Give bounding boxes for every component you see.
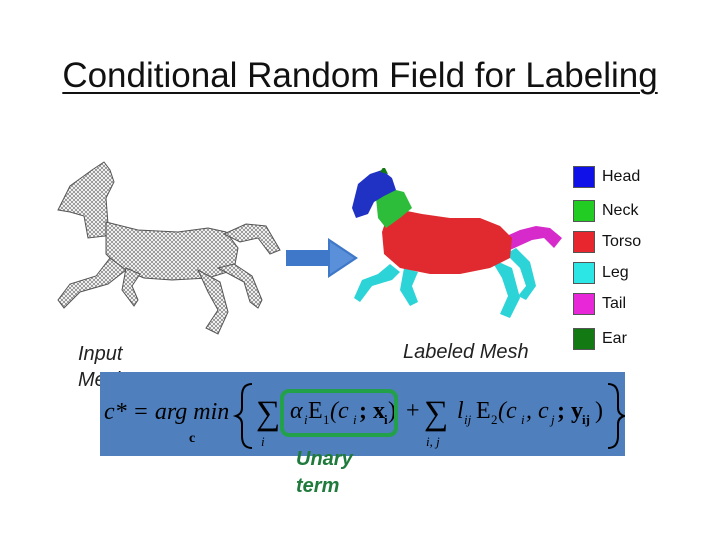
legend-label-torso: Torso bbox=[602, 233, 642, 250]
eq-sum2-sub: i, j bbox=[426, 434, 440, 449]
legend-swatch-tail bbox=[573, 293, 595, 315]
eq-e1-close: ) bbox=[388, 398, 396, 424]
legend-swatch-torso bbox=[573, 231, 595, 253]
eq-e1-args: (c bbox=[330, 398, 349, 424]
legend-item-tail: Tail bbox=[573, 293, 713, 315]
equation-box: c* = arg min c ∑ i α i E 1 (c i ; x i ) … bbox=[100, 372, 625, 456]
labeled-mesh-caption: Labeled Mesh bbox=[403, 341, 529, 363]
right-arrow-icon bbox=[286, 238, 358, 278]
eq-sum1-sub: i bbox=[261, 434, 265, 449]
labeled-mesh-horse bbox=[352, 168, 562, 318]
unary-term-caption-line1: Unary bbox=[296, 448, 353, 470]
eq-right-brace bbox=[607, 383, 625, 449]
legend-swatch-neck bbox=[573, 200, 595, 222]
legend-label-neck: Neck bbox=[602, 202, 639, 219]
legend-label-head: Head bbox=[602, 168, 641, 185]
legend-item-head: Head bbox=[573, 166, 713, 188]
eq-e2-ci-sub: i bbox=[521, 412, 525, 427]
eq-e2-y: ; y bbox=[557, 398, 583, 424]
crf-equation: c* = arg min c ∑ i α i E 1 (c i ; x i ) … bbox=[104, 383, 625, 449]
unary-term-caption: Unary term bbox=[296, 446, 353, 500]
eq-e2-cj-sub: j bbox=[549, 412, 555, 427]
legend-swatch-head bbox=[573, 166, 595, 188]
eq-x-sub: i bbox=[384, 412, 388, 427]
eq-alpha: α bbox=[290, 398, 303, 424]
eq-left-brace bbox=[232, 383, 253, 449]
legend-label-ear: Ear bbox=[602, 330, 627, 347]
legend-item-leg: Leg bbox=[573, 262, 713, 284]
eq-plus: + bbox=[406, 398, 420, 424]
eq-lhs: c* = arg min bbox=[104, 399, 229, 425]
eq-e1-sub: 1 bbox=[323, 412, 330, 427]
legend-swatch-ear bbox=[573, 328, 595, 350]
unary-term-caption-line2: term bbox=[296, 475, 340, 497]
eq-l: l bbox=[457, 398, 464, 424]
legend-label-tail: Tail bbox=[602, 295, 627, 312]
eq-e2-sub: 2 bbox=[491, 412, 498, 427]
eq-e2-args: (c bbox=[498, 398, 517, 424]
legend-item-torso: Torso bbox=[573, 231, 713, 253]
eq-e2: E bbox=[476, 398, 491, 424]
eq-l-sub: ij bbox=[464, 412, 472, 427]
eq-e1: E bbox=[308, 398, 323, 424]
eq-alpha-sub: i bbox=[304, 412, 308, 427]
unary-term-highlight bbox=[280, 389, 398, 437]
eq-e2-cj: , c bbox=[526, 398, 549, 424]
input-mesh-horse bbox=[57, 161, 281, 335]
eq-e2-y-sub: ij bbox=[582, 412, 590, 427]
eq-under-min: c bbox=[189, 431, 195, 446]
legend-swatch-leg bbox=[573, 262, 595, 284]
legend-item-ear: Ear bbox=[573, 328, 713, 350]
eq-e1-args-sub: i bbox=[353, 412, 357, 427]
eq-e2-close: ) bbox=[595, 398, 603, 424]
input-mesh-caption-line1: Input bbox=[78, 343, 123, 365]
legend-label-leg: Leg bbox=[602, 264, 629, 281]
eq-sum-2: ∑ bbox=[424, 395, 448, 432]
slide-title: Conditional Random Field for Labeling bbox=[62, 56, 658, 95]
legend-item-neck: Neck bbox=[573, 200, 713, 222]
eq-sum-1: ∑ bbox=[256, 395, 280, 432]
eq-e1-args-rest: ; x bbox=[359, 398, 385, 424]
